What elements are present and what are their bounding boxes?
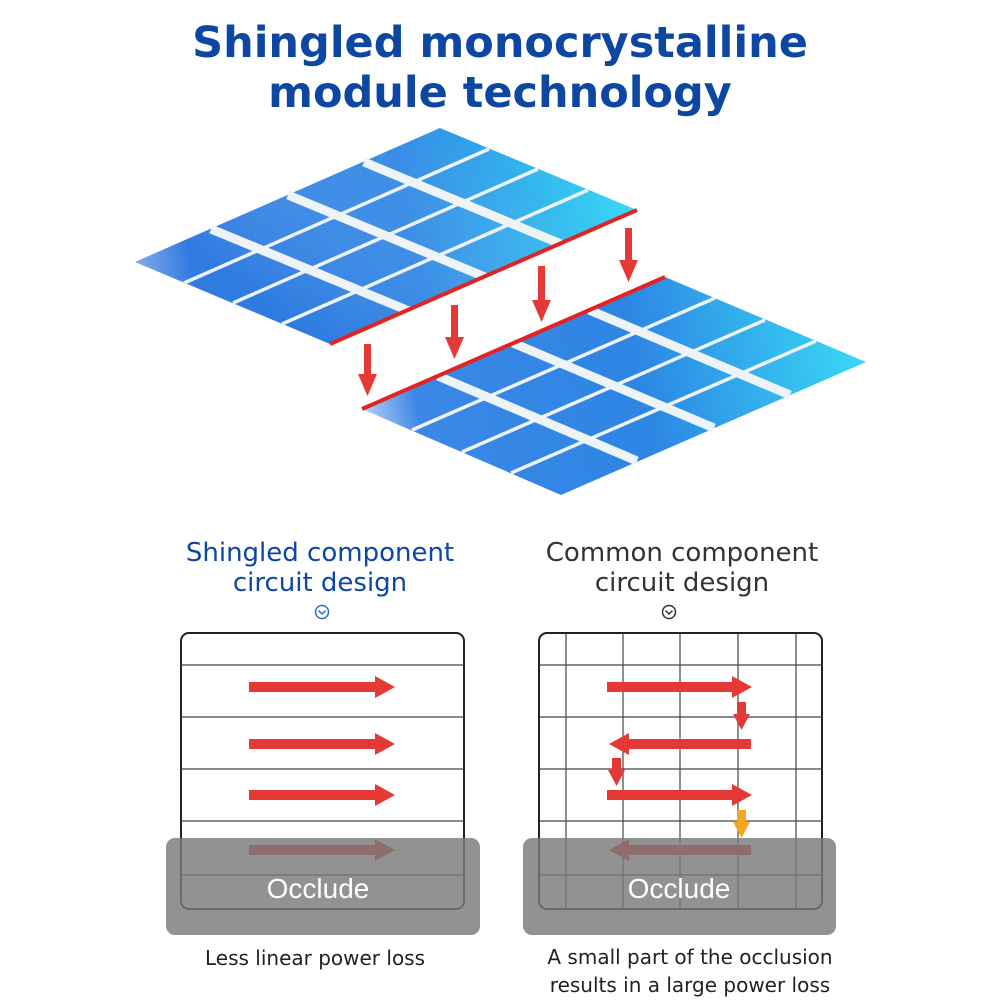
title-line-1: Shingled monocrystalline xyxy=(192,18,808,68)
lower-panel xyxy=(361,275,866,495)
shingled-design-heading: Shingled component circuit design xyxy=(130,538,510,598)
current-arrow-left xyxy=(609,733,751,755)
caption-line-2: results in a large power loss xyxy=(549,973,831,997)
occlusion-overlay xyxy=(523,838,836,935)
down-arrow xyxy=(532,266,551,322)
current-arrow-right xyxy=(607,676,752,698)
current-arrow-down xyxy=(733,702,750,730)
heading-line-1: Common component xyxy=(545,538,819,568)
common-circuit-diagram: Occlude xyxy=(523,632,836,935)
current-arrow-right xyxy=(607,784,752,806)
down-arrow xyxy=(445,305,464,359)
current-arrow-right xyxy=(249,733,395,755)
upper-panel xyxy=(135,128,638,346)
common-caption: A small part of the occlusion results in… xyxy=(505,943,875,999)
shingled-caption: Less linear power loss xyxy=(150,944,480,972)
current-arrow-right xyxy=(249,784,395,806)
down-arrow xyxy=(358,344,377,396)
shingle-overlap-arrows xyxy=(358,228,638,396)
page-title: Shingled monocrystalline module technolo… xyxy=(0,18,1000,118)
chevron-down-circle-icon[interactable] xyxy=(314,604,330,620)
caption-text: Less linear power loss xyxy=(204,946,426,970)
occlusion-overlay xyxy=(166,838,480,935)
heading-line-2: circuit design xyxy=(594,568,770,598)
chevron-down-circle-icon[interactable] xyxy=(661,604,677,620)
caption-line-1: A small part of the occlusion xyxy=(547,945,833,969)
current-arrow-right xyxy=(249,676,395,698)
down-arrow xyxy=(619,228,638,282)
common-design-heading: Common component circuit design xyxy=(492,538,872,598)
heading-line-2: circuit design xyxy=(232,568,408,598)
current-arrow-down xyxy=(733,810,750,838)
shingled-circuit-diagram: Occlude xyxy=(166,632,480,935)
occlude-label: Occlude xyxy=(267,873,370,904)
occlude-label: Occlude xyxy=(628,873,731,904)
title-line-2: module technology xyxy=(268,68,732,118)
current-arrow-down xyxy=(608,758,625,786)
heading-line-1: Shingled component xyxy=(185,538,455,568)
